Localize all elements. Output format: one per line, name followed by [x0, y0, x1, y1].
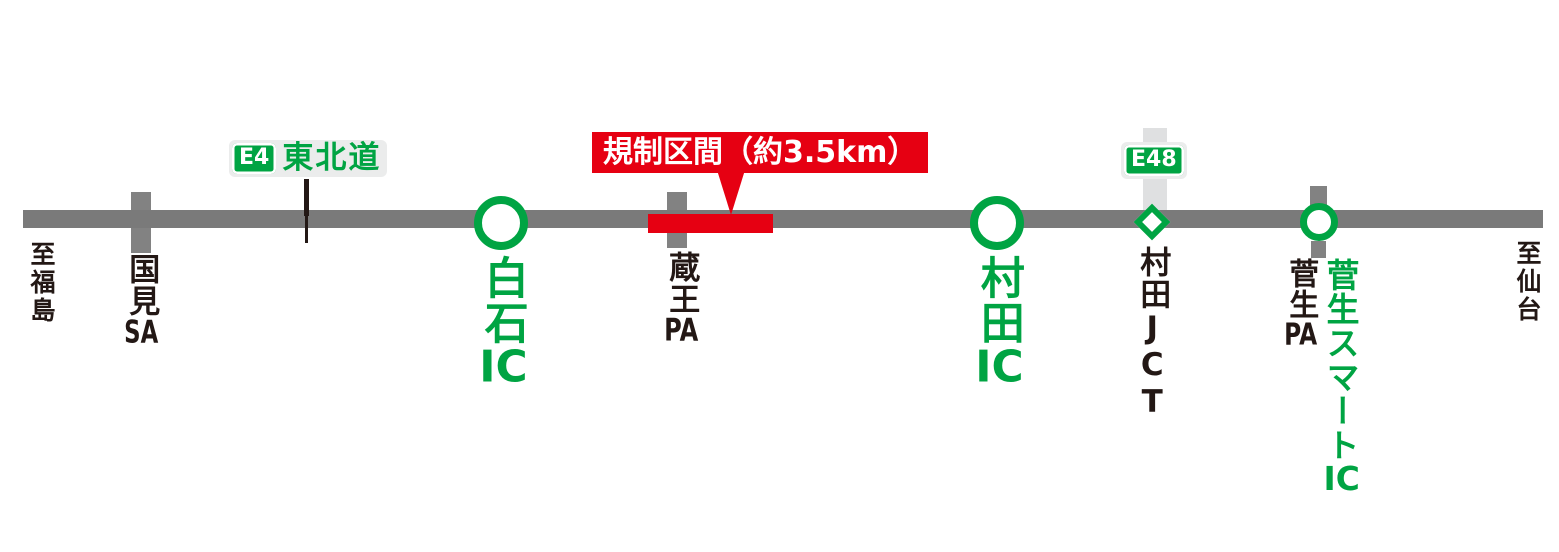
- station-name: 国見: [123, 253, 160, 317]
- station-suffix: IC: [975, 345, 1024, 389]
- station-name: 白石: [476, 255, 528, 345]
- regulation-section-bar: [648, 214, 773, 233]
- ic-circle-marker-murata: [970, 196, 1024, 250]
- station-label-sugo-pa: 菅生PA: [1283, 258, 1319, 350]
- station-suffix: JCT: [1134, 310, 1171, 421]
- route-label-pointer-tail: [305, 216, 308, 243]
- route-name: 東北道: [282, 140, 382, 176]
- regulation-label-pointer: [717, 170, 745, 215]
- station-name: 菅生: [1283, 258, 1319, 320]
- route-label-e48: E48: [1121, 142, 1187, 179]
- e48-route-badge-icon: E48: [1124, 145, 1184, 176]
- station-name: 村田: [972, 255, 1024, 345]
- station-label-murata-jct: 村田JCT: [1134, 246, 1171, 421]
- route-label-pointer-line: [304, 179, 309, 216]
- station-suffix: SA: [124, 317, 159, 348]
- station-name: 村田: [1134, 246, 1171, 310]
- direction-label-right: 至仙台: [1513, 240, 1542, 324]
- station-name: 菅生スマート: [1320, 258, 1360, 462]
- smart-ic-circle-marker-sugo: [1300, 203, 1338, 241]
- station-suffix: PA: [1284, 320, 1318, 350]
- ic-circle-marker-shiroishi: [474, 196, 528, 250]
- station-suffix: IC: [479, 345, 528, 389]
- route-label-e4: E4 東北道: [229, 140, 388, 177]
- station-label-shiroishi-ic: 白石IC: [476, 255, 528, 389]
- regulation-label: 規制区間（約3.5km）: [592, 132, 929, 173]
- e4-route-badge-icon: E4: [232, 143, 277, 174]
- station-label-murata-ic: 村田IC: [972, 255, 1024, 389]
- station-label-sugo-smart-ic: 菅生スマートIC: [1320, 258, 1360, 495]
- pa-tick-marker-bottom: [1311, 241, 1326, 258]
- station-name: 蔵王: [663, 251, 700, 315]
- station-label-zao-pa: 蔵王PA: [663, 251, 700, 346]
- station-label-kunimi-sa: 国見SA: [123, 253, 160, 348]
- station-suffix: IC: [1323, 462, 1360, 495]
- direction-label-left: 至福島: [27, 241, 56, 325]
- station-suffix: PA: [664, 315, 699, 346]
